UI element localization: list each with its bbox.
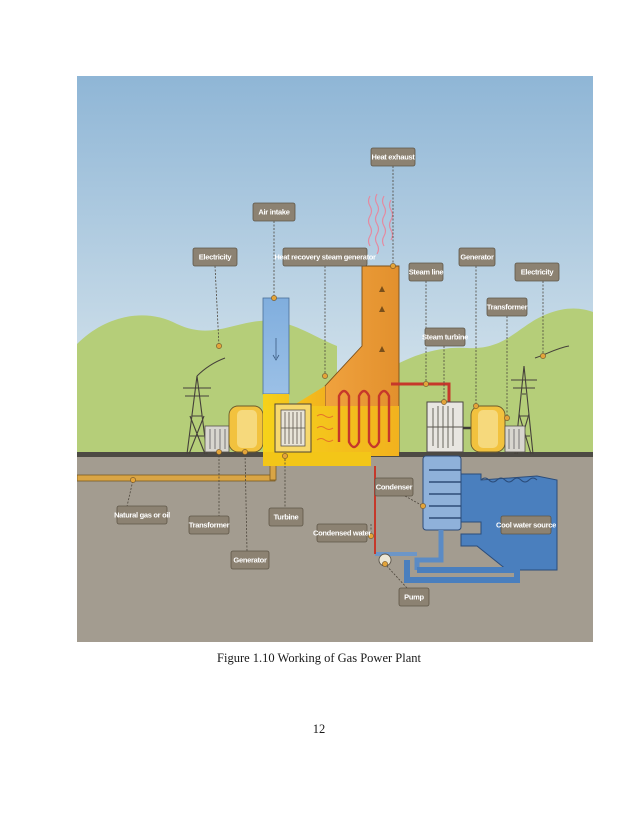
label-steam-line: Steam line [408, 262, 444, 282]
label-generator-top: Generator [458, 247, 496, 267]
label-electricity-left: Electricity [192, 247, 238, 267]
svg-text:Air intake: Air intake [258, 208, 289, 217]
steam-coil [337, 389, 391, 449]
label-natural-gas: Natural gas or oil [114, 505, 170, 525]
svg-text:Electricity: Electricity [521, 268, 555, 277]
figure-caption: Figure 1.10 Working of Gas Power Plant [217, 651, 421, 665]
label-hrsg: Heat recovery steam generator [274, 247, 376, 267]
svg-text:Condensed water: Condensed water [313, 529, 371, 538]
svg-text:Transformer: Transformer [189, 521, 230, 530]
svg-text:Electricity: Electricity [199, 253, 233, 262]
svg-text:Turbine: Turbine [274, 513, 299, 522]
page-number: 12 [312, 722, 326, 736]
svg-text:Transformer: Transformer [487, 303, 528, 312]
svg-text:Steam turbine: Steam turbine [422, 333, 468, 342]
svg-text:Generator: Generator [233, 556, 267, 565]
svg-text:Generator: Generator [460, 253, 494, 262]
gas-power-plant-figure: Heat exhaust Air intake Electricity Heat… [77, 76, 593, 642]
transformer-right-unit [504, 425, 526, 453]
svg-text:Steam line: Steam line [409, 268, 444, 277]
label-condenser: Condenser [374, 477, 414, 497]
condenser-unit [422, 455, 462, 531]
heat-exhaust-waves [367, 193, 394, 255]
label-transformer-right: Transformer [486, 297, 528, 317]
label-transformer-left: Transformer [188, 515, 230, 535]
cool-water-pipe [404, 560, 520, 583]
label-electricity-right: Electricity [514, 262, 560, 282]
label-turbine: Turbine [268, 507, 304, 527]
svg-text:Cool water source: Cool water source [496, 521, 556, 530]
svg-text:Heat recovery steam generator: Heat recovery steam generator [274, 253, 376, 262]
svg-text:Heat exhaust: Heat exhaust [371, 153, 415, 162]
label-cool-water: Cool water source [496, 515, 556, 535]
label-pump: Pump [398, 587, 430, 607]
label-generator-bottom: Generator [230, 550, 270, 570]
svg-text:Condenser: Condenser [376, 483, 413, 492]
label-steam-turbine: Steam turbine [422, 327, 468, 347]
svg-text:Pump: Pump [404, 593, 424, 602]
label-heat-exhaust: Heat exhaust [370, 147, 416, 167]
label-air-intake: Air intake [252, 202, 296, 222]
svg-text:Natural gas or oil: Natural gas or oil [114, 511, 170, 520]
label-condensed-water: Condensed water [313, 523, 372, 543]
plant-diagram: Heat exhaust Air intake Electricity Heat… [77, 76, 593, 642]
